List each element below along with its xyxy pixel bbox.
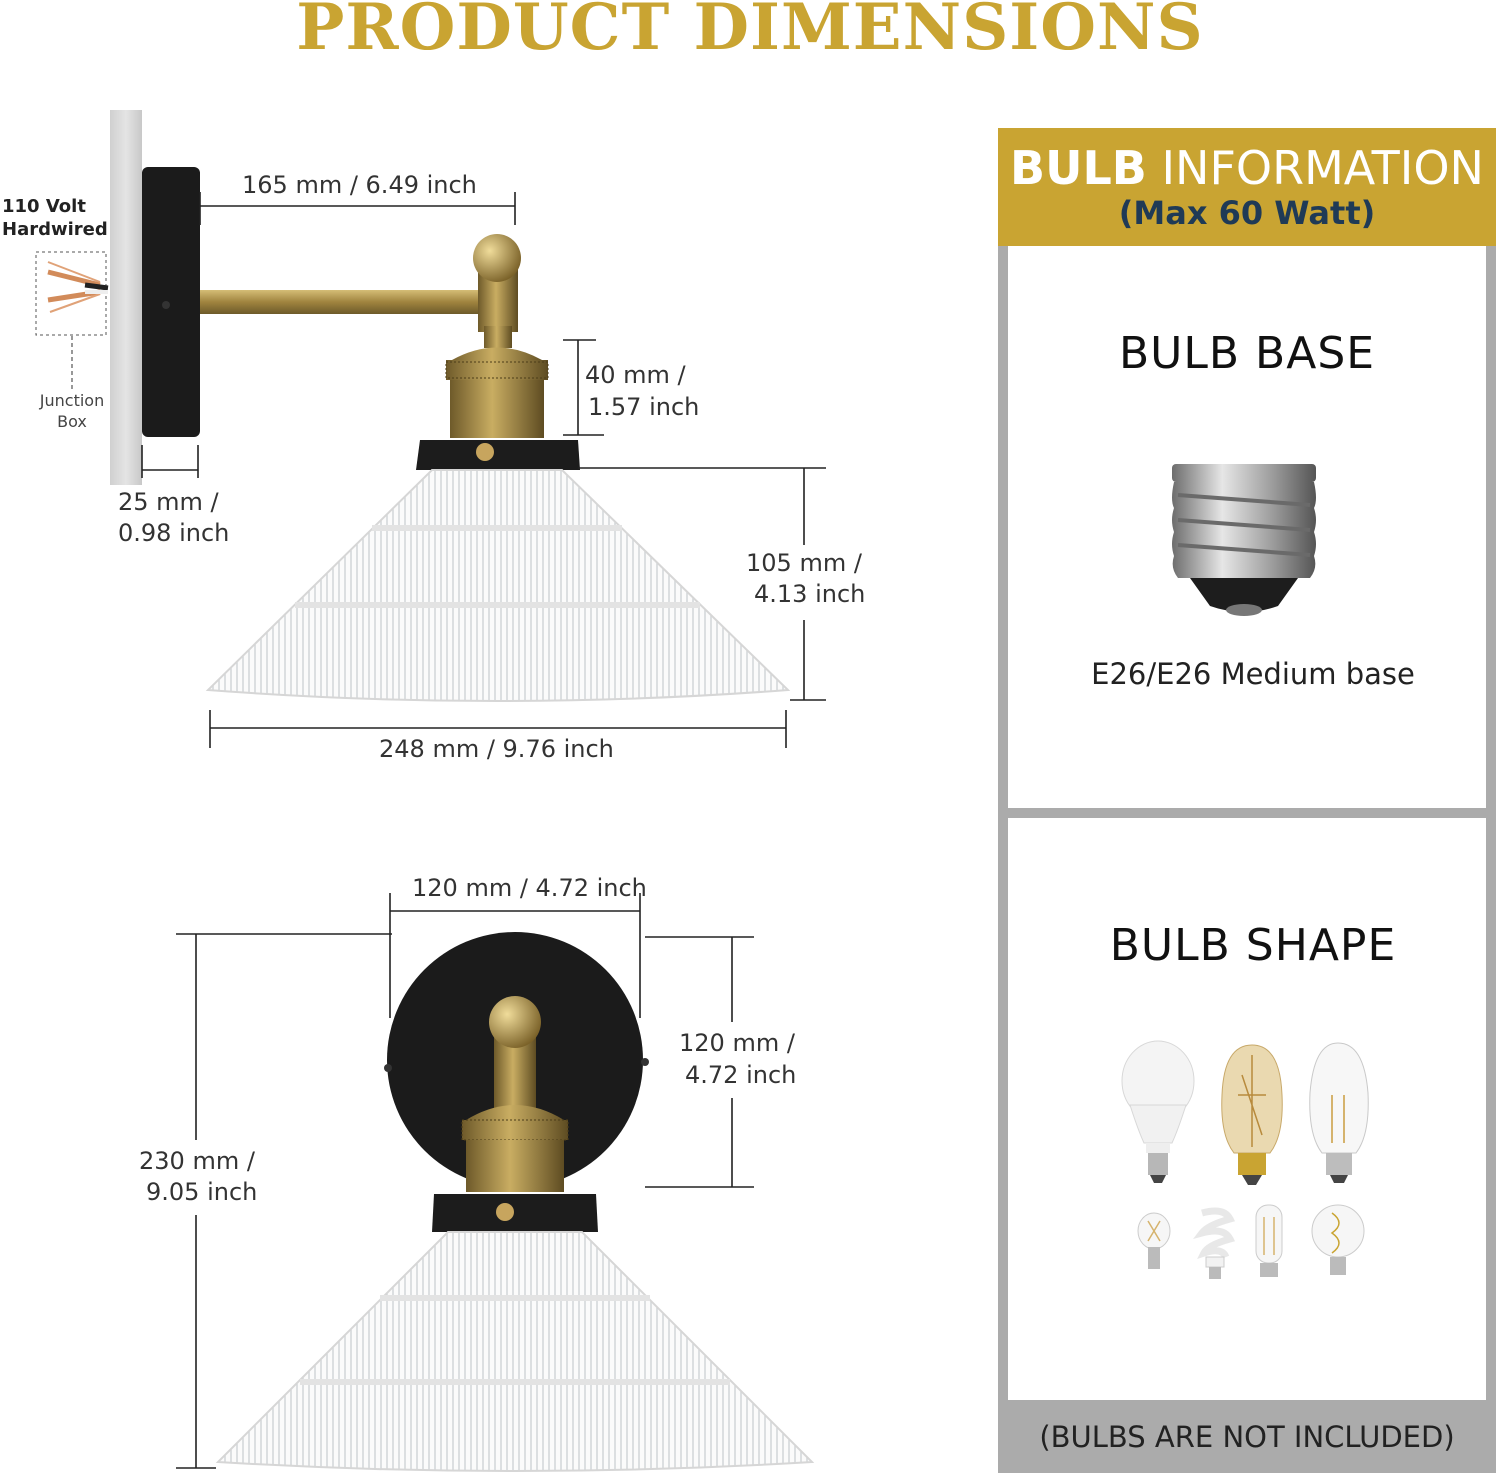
backplate-width-dimension: 120 mm / 4.72 inch <box>412 874 647 902</box>
bulb-shapes-illustration <box>1121 1040 1369 1279</box>
e26-base-icon <box>1172 464 1316 616</box>
t10-tubular-bulb-icon <box>1255 1204 1283 1277</box>
bulb-info-heading: BULB INFORMATION <box>1010 141 1484 195</box>
bulb-info-header <box>998 128 1496 246</box>
bulbs-not-included-note: (BULBS ARE NOT INCLUDED) <box>1039 1420 1455 1454</box>
junction-box-outline <box>35 251 107 336</box>
bulb-info-subheading: (Max 60 Watt) <box>1118 194 1376 232</box>
volt-label-line2: Hardwired <box>2 219 108 240</box>
backplate-height-line2: 4.72 inch <box>685 1061 797 1089</box>
shade-height-line2: 4.13 inch <box>754 580 866 608</box>
base-depth-line1: 25 mm / <box>118 488 219 516</box>
st64-amber-bulb-icon <box>1221 1044 1283 1185</box>
shade-width-dimension: 248 mm / 9.76 inch <box>379 735 614 763</box>
page-title: PRODUCT DIMENSIONS <box>296 0 1204 65</box>
backplate-height-line1: 120 mm / <box>679 1029 795 1057</box>
glass-shade <box>205 469 791 702</box>
arm <box>200 290 490 314</box>
junction-label-line2: Box <box>57 412 87 431</box>
volt-label-line1: 110 Volt <box>2 196 86 217</box>
a19-led-bulb-icon <box>1121 1040 1195 1183</box>
junction-label-line1: Junction <box>39 391 105 410</box>
bulb-base-label: E26/E26 Medium base <box>1091 657 1415 691</box>
socket-height-line2: 1.57 inch <box>588 393 700 421</box>
g16-bulb-icon <box>1137 1212 1171 1269</box>
socket-height-line1: 40 mm / <box>585 361 686 389</box>
total-height-line1: 230 mm / <box>139 1147 255 1175</box>
bulb-shape-title: BULB SHAPE <box>1109 920 1397 971</box>
st64-clear-bulb-icon <box>1309 1042 1369 1183</box>
wires-icon <box>47 261 109 313</box>
arm-length-dimension: 165 mm / 6.49 inch <box>242 171 477 199</box>
base-depth-line2: 0.98 inch <box>118 519 230 547</box>
wall-section <box>110 110 142 485</box>
backplate-side <box>142 167 200 437</box>
finial-knob <box>473 234 521 282</box>
spiral-cfl-bulb-icon <box>1193 1207 1236 1279</box>
bulb-base-title: BULB BASE <box>1118 328 1376 379</box>
dimension-drawings <box>35 110 826 1472</box>
collar <box>416 440 580 470</box>
g25-globe-bulb-icon <box>1311 1204 1365 1275</box>
total-height-line2: 9.05 inch <box>146 1178 258 1206</box>
shade-height-line1: 105 mm / <box>746 549 862 577</box>
